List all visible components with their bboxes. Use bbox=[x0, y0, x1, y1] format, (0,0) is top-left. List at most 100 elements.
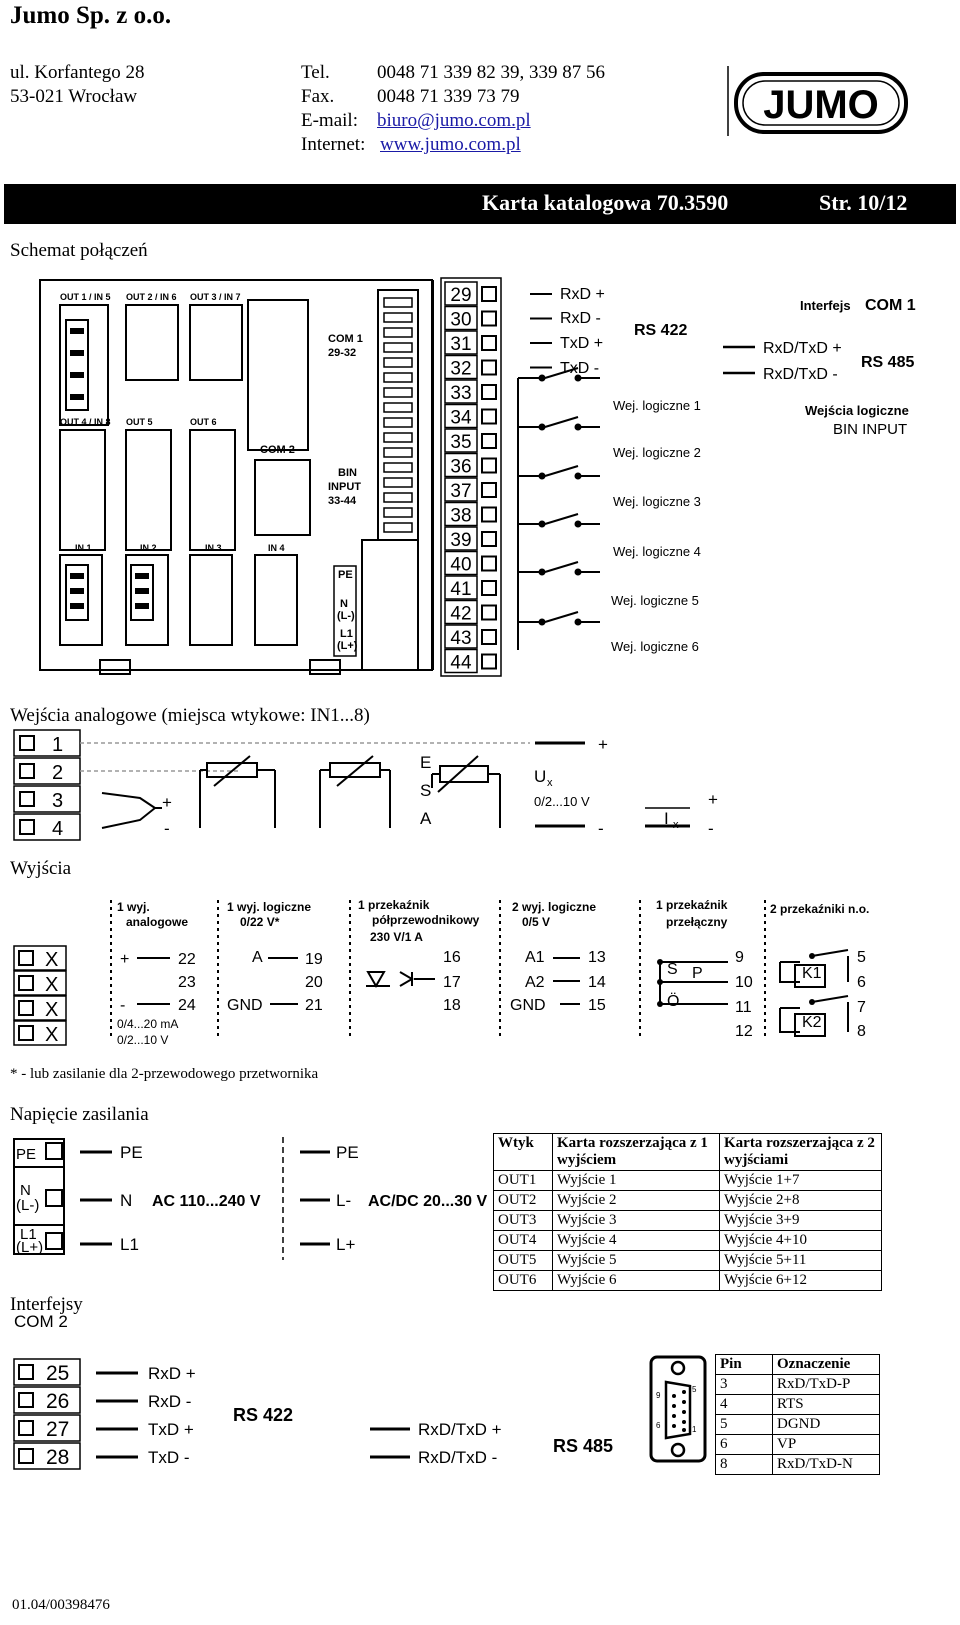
table-header-row: Pin Oznaczenie bbox=[715, 1354, 880, 1375]
logic-switch bbox=[517, 611, 600, 628]
pin-number: 7 bbox=[857, 999, 866, 1016]
pin-number: 5 bbox=[857, 949, 866, 966]
rs485-signal: RxD/TxD + bbox=[763, 340, 842, 357]
table-cell: 6 bbox=[715, 1434, 773, 1455]
terminal-screw bbox=[481, 359, 497, 376]
strip-contact bbox=[383, 417, 413, 428]
com1-signal: TxD + bbox=[560, 335, 603, 352]
terminal-cell bbox=[444, 354, 478, 380]
pwr-pe: PE bbox=[16, 1146, 36, 1163]
slot-label: IN 4 bbox=[268, 543, 285, 553]
ac-label: N bbox=[120, 1191, 132, 1210]
logic-input-label: Wej. logiczne 6 bbox=[611, 639, 699, 654]
table-cell: OUT5 bbox=[493, 1250, 553, 1271]
strip-contact bbox=[383, 462, 413, 473]
pin-number: 9 bbox=[735, 949, 744, 966]
strip-contact bbox=[383, 432, 413, 443]
table-header: Karta rozszerzająca z 1 wyjściem bbox=[552, 1133, 720, 1171]
slot-label: IN 2 bbox=[140, 543, 157, 553]
web-link[interactable]: www.jumo.com.pl bbox=[380, 134, 521, 155]
terminal-number: 38 bbox=[450, 506, 471, 527]
terminal-screw bbox=[18, 950, 34, 966]
terminal-screw bbox=[481, 457, 497, 474]
pot-e: E bbox=[420, 753, 431, 772]
lo-a: A bbox=[252, 949, 263, 966]
strip-contact bbox=[383, 312, 413, 323]
fax-label: Fax. bbox=[301, 86, 335, 107]
strip-contact bbox=[383, 447, 413, 458]
tc-plus: + bbox=[162, 793, 172, 812]
terminal-number: 25 bbox=[46, 1362, 69, 1385]
strip-contact bbox=[383, 492, 413, 503]
relay-p: P bbox=[692, 965, 703, 982]
terminal-screw bbox=[481, 629, 497, 645]
ux-range: 0/2...10 V bbox=[534, 794, 590, 809]
strip-contact bbox=[383, 402, 413, 413]
fax-value: 0048 71 339 73 79 bbox=[377, 86, 520, 107]
interfejs-label: Interfejs bbox=[800, 298, 851, 313]
dsub-pin: 6 bbox=[656, 1421, 661, 1430]
out-group-title: przełączny bbox=[666, 915, 728, 929]
com2-title: COM 2 bbox=[14, 1312, 68, 1331]
ux-minus: - bbox=[598, 819, 604, 838]
out-group-title: 0/22 V* bbox=[240, 915, 280, 929]
table-cell: Wyjście 5+11 bbox=[719, 1250, 882, 1271]
dc-label: PE bbox=[336, 1143, 359, 1162]
terminal-screw bbox=[481, 531, 497, 547]
strip-contact bbox=[383, 507, 413, 518]
board-com2: COM 2 bbox=[260, 444, 295, 456]
out-group-title: 2 przekaźniki n.o. bbox=[770, 902, 869, 916]
email-link[interactable]: biuro@jumo.com.pl bbox=[377, 110, 531, 131]
ux-label: U bbox=[534, 767, 546, 786]
terminal-cell bbox=[444, 648, 478, 674]
table-cell: Wyjście 4+10 bbox=[719, 1230, 882, 1251]
relay-k2: K2 bbox=[802, 1014, 822, 1031]
terminal-screw bbox=[481, 506, 497, 523]
email-label: E-mail: bbox=[301, 110, 358, 131]
com2-rs485-signal: RxD/TxD - bbox=[418, 1448, 497, 1467]
terminal-screw bbox=[19, 791, 35, 807]
slot-label: OUT 5 bbox=[126, 417, 153, 427]
strip-contact bbox=[383, 372, 413, 383]
board-bin-input: INPUT bbox=[328, 481, 361, 493]
jumo-logo-text: JUMO bbox=[763, 83, 879, 127]
out-group-title: analogowe bbox=[126, 915, 188, 929]
ac-label: L1 bbox=[120, 1235, 139, 1254]
table-header: Karta rozszerzająca z 2 wyjściami bbox=[719, 1133, 882, 1171]
terminal-cell bbox=[444, 330, 478, 355]
section-power: Napięcie zasilania bbox=[10, 1104, 149, 1125]
ux-sub: x bbox=[547, 777, 553, 789]
terminal-screw bbox=[481, 653, 497, 670]
relay-s: S bbox=[667, 961, 678, 978]
board-ln: (L-) bbox=[337, 610, 355, 622]
table-cell: RTS bbox=[772, 1394, 880, 1415]
section-schema: Schemat połączeń bbox=[10, 240, 148, 261]
dsub-pin: 1 bbox=[692, 1425, 697, 1434]
output-x-mark: X bbox=[45, 949, 58, 971]
pin-number: 6 bbox=[857, 974, 866, 991]
table-cell: OUT1 bbox=[493, 1170, 553, 1191]
slot-label: IN 3 bbox=[205, 543, 222, 553]
terminal-number: 30 bbox=[450, 310, 471, 331]
pwr-ln: (L-) bbox=[16, 1197, 39, 1214]
terminal-screw bbox=[481, 482, 497, 498]
terminal-screw bbox=[481, 310, 497, 327]
terminal-screw bbox=[19, 763, 35, 779]
pwr-lp: (L+) bbox=[16, 1239, 43, 1256]
table-header: Oznaczenie bbox=[772, 1354, 880, 1375]
pin-number: 24 bbox=[178, 997, 196, 1014]
terminal-number: 4 bbox=[52, 818, 63, 840]
terminal-screw bbox=[481, 555, 497, 572]
slot-label: OUT 1 / IN 5 bbox=[60, 292, 111, 302]
logic-switch bbox=[517, 416, 600, 433]
terminal-number: 39 bbox=[450, 530, 471, 551]
terminal-number: 26 bbox=[46, 1390, 69, 1413]
terminal-cell bbox=[444, 501, 478, 527]
table-cell: OUT2 bbox=[493, 1190, 553, 1211]
pot-a: A bbox=[420, 809, 432, 828]
